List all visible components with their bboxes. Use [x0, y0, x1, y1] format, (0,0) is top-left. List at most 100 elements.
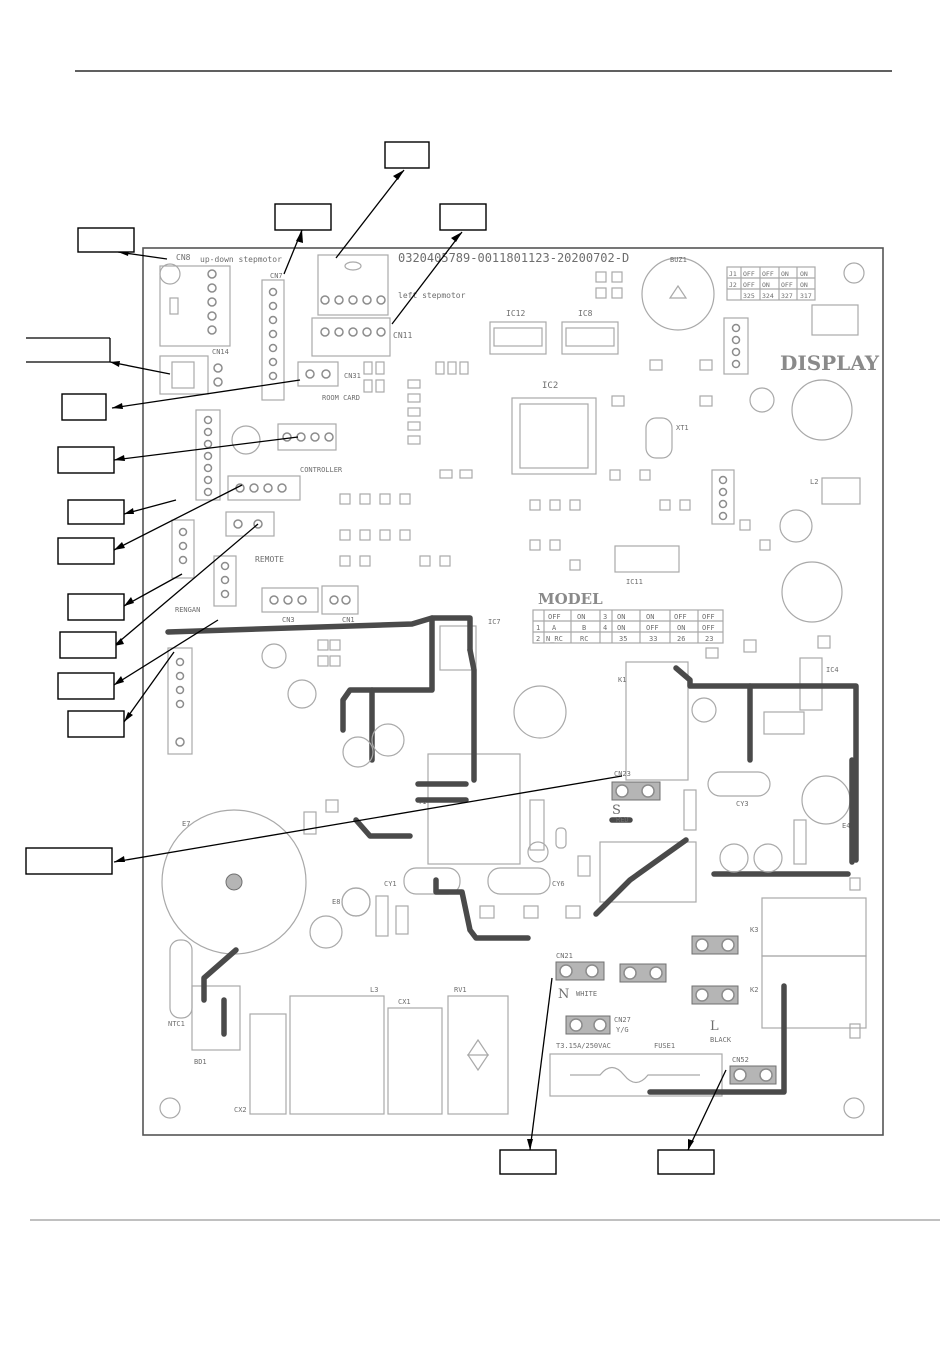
callout-box	[67, 710, 125, 738]
svg-text:ON: ON	[677, 624, 685, 632]
cn31-label: CN31	[344, 372, 361, 380]
mounting-hole	[843, 1097, 865, 1119]
ic11	[614, 545, 680, 573]
k2-label: K2	[750, 986, 758, 994]
ntc1-label: NTC1	[168, 1020, 185, 1028]
cx2-capacitor	[249, 1013, 287, 1115]
callout-box	[61, 393, 107, 421]
svg-text:OFF: OFF	[702, 624, 715, 632]
cn31-connector	[297, 361, 339, 387]
svg-text:OFF: OFF	[702, 613, 715, 621]
xt1-crystal	[645, 417, 673, 459]
e6-capacitor	[791, 379, 853, 441]
k1-relay	[625, 661, 689, 781]
rv1-label: RV1	[454, 986, 467, 994]
svg-text:1: 1	[536, 624, 540, 632]
svg-text:317: 317	[800, 292, 812, 300]
svg-text:OFF: OFF	[743, 270, 755, 278]
fuse-rating: T3.15A/250VAC	[556, 1042, 611, 1050]
cn5-connector	[213, 555, 237, 607]
cn7-label: CN7	[270, 272, 283, 280]
cn7-connector	[261, 279, 285, 401]
remote-label: REMOTE	[255, 555, 284, 564]
round-components	[231, 387, 813, 949]
relay-sw	[599, 841, 697, 903]
callout-box	[57, 446, 115, 474]
e7-pin	[225, 873, 243, 891]
cn27-label: CN27	[614, 1016, 631, 1024]
cn52-desc: BLACK	[710, 1036, 732, 1044]
cn11-description: left stepmotor	[398, 291, 466, 300]
display-label: DISPLAY	[780, 351, 880, 375]
svg-text:325: 325	[743, 292, 755, 300]
cn3-pins	[269, 595, 307, 605]
cn59-pins	[175, 657, 185, 747]
modbus-header	[711, 469, 735, 525]
svg-text:N_RC: N_RC	[546, 635, 563, 643]
svg-text:327: 327	[781, 292, 793, 300]
cn52-terminal	[729, 1065, 777, 1085]
cn21-desc: WHITE	[576, 990, 597, 998]
cn23-desc: RED	[616, 816, 629, 824]
cn6-connector	[171, 519, 195, 579]
callout-box	[67, 593, 125, 621]
callout-box	[439, 203, 487, 231]
rengan-label: RENGAN	[175, 606, 200, 614]
callout-box	[499, 1149, 557, 1175]
board-part-number: 0320405789-0011801123-20200702-D	[398, 251, 629, 265]
svg-text:324: 324	[762, 292, 774, 300]
svg-text:J1: J1	[729, 270, 737, 278]
svg-text:OFF: OFF	[646, 624, 659, 632]
e8-label: E8	[332, 898, 340, 906]
cn27-desc: Y/G	[616, 1026, 629, 1034]
bd1-label: BD1	[194, 1058, 207, 1066]
callout-lines	[109, 169, 727, 1151]
xt1-label: XT1	[676, 424, 689, 432]
cn27-terminal	[565, 1015, 611, 1035]
svg-text:35: 35	[619, 635, 627, 643]
cn31-pin	[321, 369, 331, 379]
ic12-label: IC12	[506, 309, 525, 318]
controller-connector	[277, 423, 337, 451]
display-header-pins	[731, 323, 741, 369]
cx1-label: CX1	[398, 998, 411, 1006]
cn8-connector	[159, 265, 231, 347]
cn1-pin	[329, 595, 339, 605]
svg-text:33: 33	[649, 635, 657, 643]
smd-components	[303, 271, 861, 1039]
cn1-label: CN1	[342, 616, 355, 624]
svg-text:OFF: OFF	[762, 270, 774, 278]
l3-choke	[289, 995, 385, 1115]
svg-text:OFF: OFF	[548, 613, 561, 621]
modbus-pins	[718, 475, 728, 521]
rv1-varistor	[447, 995, 509, 1115]
ntc1-thermistor	[169, 939, 193, 1019]
l3-label: L3	[370, 986, 378, 994]
e7-label: E7	[182, 820, 190, 828]
cy1-capacitor	[403, 867, 461, 895]
cn21-terminal	[555, 961, 605, 981]
cn11-pins-top	[320, 295, 386, 305]
buz1-label: BUZ1	[670, 256, 687, 264]
board-outline	[142, 247, 884, 1136]
cn14-pin	[213, 363, 223, 373]
k1-label: K1	[618, 676, 626, 684]
com-header	[195, 409, 221, 501]
cn23-terminal	[611, 781, 661, 801]
svg-text:OFF: OFF	[743, 281, 755, 289]
svg-text:4: 4	[603, 624, 607, 632]
svg-text:ON: ON	[800, 270, 808, 278]
callout-box	[57, 672, 115, 700]
svg-text:B: B	[582, 624, 586, 632]
svg-text:RC: RC	[580, 635, 588, 643]
svg-text:ON: ON	[617, 624, 625, 632]
cn8-slot	[169, 297, 179, 315]
svg-text:ON: ON	[617, 613, 625, 621]
cn11-header	[311, 317, 391, 357]
svg-text:26: 26	[677, 635, 685, 643]
e9-capacitor	[781, 561, 843, 623]
cy1-label: CY1	[384, 880, 397, 888]
callout-box	[57, 537, 115, 565]
remote-connector	[225, 511, 275, 537]
remote-pin	[233, 519, 243, 529]
